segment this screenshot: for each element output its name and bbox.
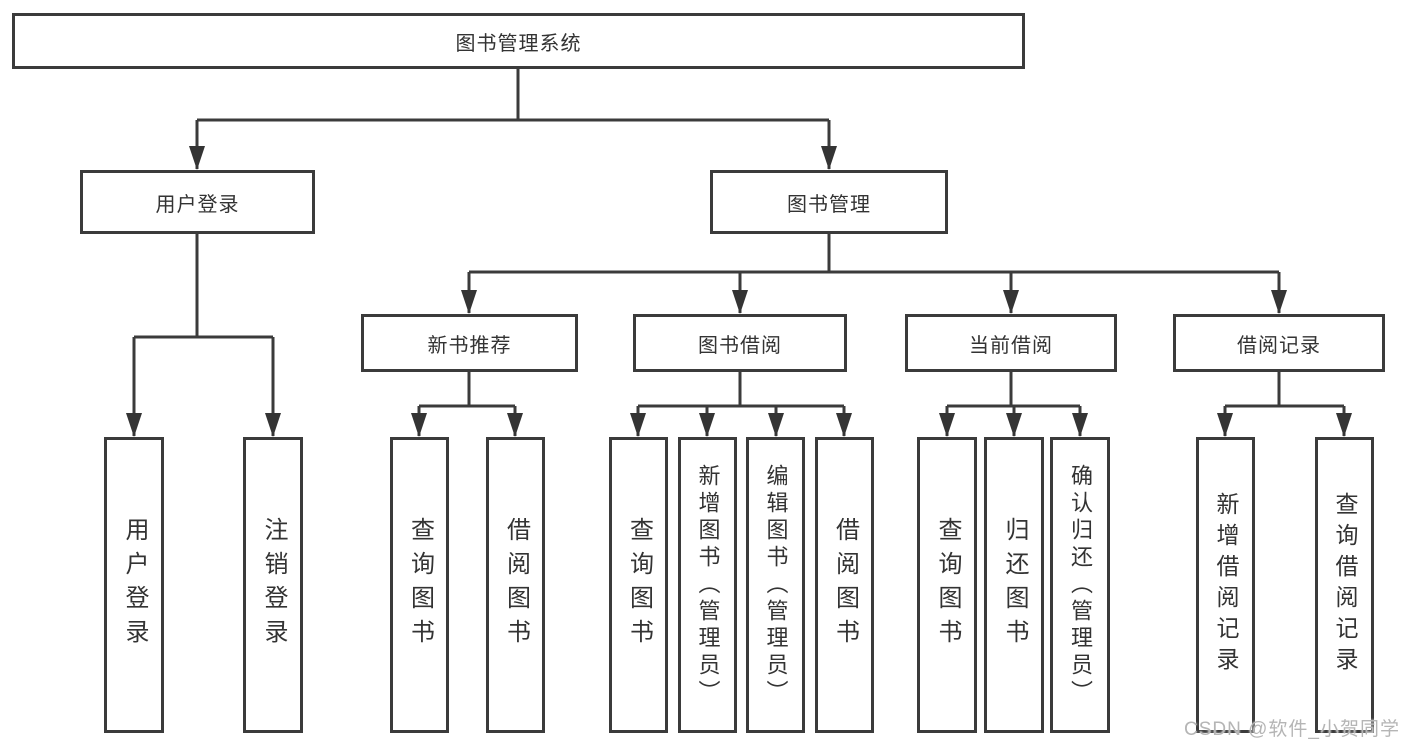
node-book-management-label: 图书管理: [787, 193, 871, 216]
leaf-add-borrow-record: 新增借阅记录: [1196, 437, 1255, 733]
node-user-login-label: 用户登录: [155, 193, 240, 216]
leaf-edit-books-admin: 编辑图书（管理员）: [746, 437, 805, 733]
leaf-logout-login-label: 注销登录: [260, 517, 287, 653]
leaf-return-books: 归还图书: [984, 437, 1044, 733]
leaf-borrow-books-recommend: 借阅图书: [486, 437, 545, 733]
leaf-query-books-recommend-label: 查询图书: [406, 517, 434, 653]
leaf-query-books-recommend: 查询图书: [390, 437, 449, 733]
csdn-watermark: CSDN @软件_小贺同学: [1184, 719, 1400, 740]
leaf-user-login: 用户登录: [104, 437, 164, 733]
connector-arrowheads: [126, 146, 1352, 437]
leaf-add-books-admin-label: 新增图书（管理员）: [695, 463, 721, 707]
node-new-book-recommend: 新书推荐: [361, 314, 578, 372]
connector-lines: [132, 69, 1346, 436]
leaf-query-borrow-record-label: 查询借阅记录: [1332, 492, 1358, 678]
node-user-login: 用户登录: [80, 170, 315, 234]
node-system-root-label: 图书管理系统: [455, 32, 582, 55]
leaf-user-login-label: 用户登录: [121, 517, 148, 653]
node-new-book-recommend-label: 新书推荐: [427, 334, 512, 357]
node-book-management: 图书管理: [710, 170, 948, 234]
leaf-borrow-books-recommend-label: 借阅图书: [502, 517, 530, 653]
leaf-edit-books-admin-label: 编辑图书（管理员）: [763, 463, 789, 707]
leaf-query-borrow-record: 查询借阅记录: [1315, 437, 1374, 733]
leaf-confirm-return-admin: 确认归还（管理员）: [1050, 437, 1110, 733]
leaf-borrow-books-borrowing: 借阅图书: [815, 437, 874, 733]
leaf-query-books-borrowing: 查询图书: [609, 437, 668, 733]
node-current-borrowing: 当前借阅: [905, 314, 1117, 372]
leaf-confirm-return-admin-label: 确认归还（管理员）: [1068, 463, 1093, 707]
leaf-query-books-current-label: 查询图书: [934, 517, 961, 653]
leaf-return-books-label: 归还图书: [1001, 517, 1028, 653]
node-borrowing-records: 借阅记录: [1173, 314, 1385, 372]
leaf-logout-login: 注销登录: [243, 437, 303, 733]
node-system-root: 图书管理系统: [12, 13, 1025, 69]
node-borrowing-records-label: 借阅记录: [1237, 334, 1321, 357]
node-book-borrowing-label: 图书借阅: [698, 334, 782, 357]
node-book-borrowing: 图书借阅: [633, 314, 847, 372]
leaf-add-borrow-record-label: 新增借阅记录: [1213, 492, 1239, 678]
node-current-borrowing-label: 当前借阅: [969, 334, 1053, 357]
leaf-query-books-borrowing-label: 查询图书: [625, 517, 653, 653]
leaf-query-books-current: 查询图书: [917, 437, 977, 733]
leaf-borrow-books-borrowing-label: 借阅图书: [831, 517, 859, 653]
leaf-add-books-admin: 新增图书（管理员）: [678, 437, 737, 733]
